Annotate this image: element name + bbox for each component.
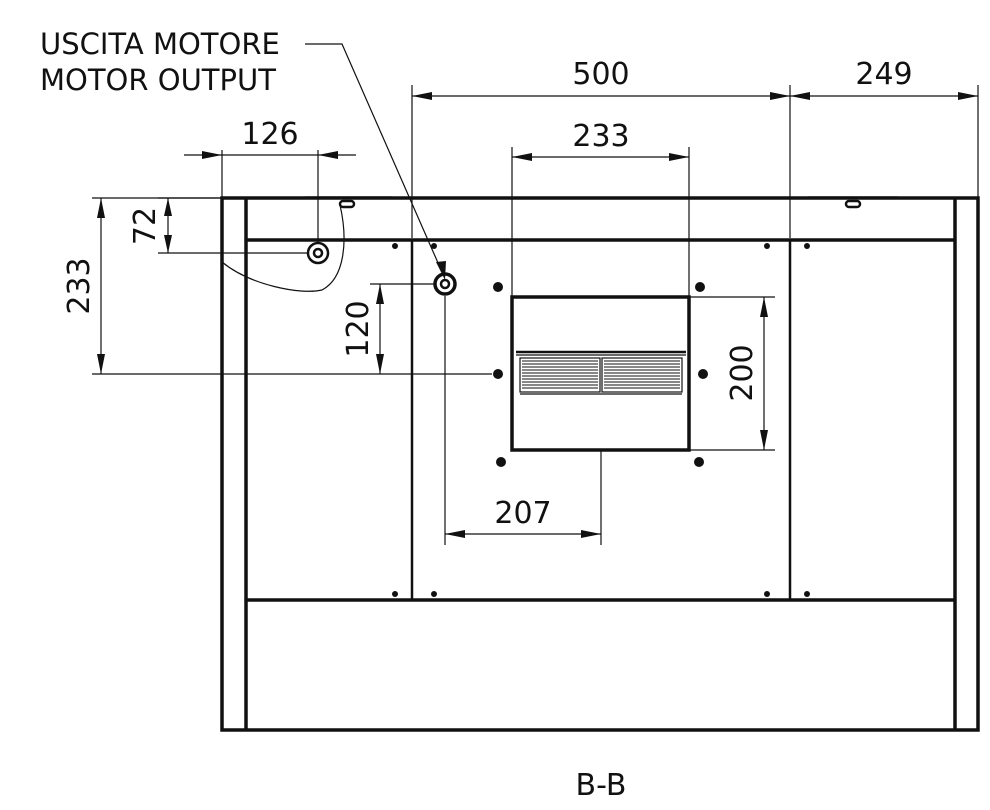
dim-outlet-y: 72 (128, 197, 308, 254)
dim-outlet-x: 126 (184, 117, 356, 243)
dim-left-height: 233 (62, 197, 492, 375)
dim-fan-width: 233 (511, 119, 690, 296)
mounting-holes (392, 243, 810, 597)
callout-line-2: MOTOR OUTPUT (40, 63, 276, 97)
dim-right-offset-label: 249 (855, 57, 912, 92)
dim-motor-y-label: 120 (341, 300, 376, 357)
callout-line-1: USCITA MOTORE (40, 27, 280, 61)
outlet-collar (221, 204, 345, 292)
dim-fan-height: 200 (690, 296, 775, 451)
dim-motor-y: 120 (341, 283, 434, 374)
dim-overall-width: 500 (411, 57, 791, 238)
dim-overall-width-label: 500 (572, 57, 629, 92)
dim-motor-to-fan-label: 207 (494, 496, 551, 531)
dim-motor-to-fan: 207 (444, 296, 602, 545)
outlet-fitting (306, 241, 330, 265)
dim-left-height-label: 233 (62, 257, 97, 314)
housing-outline (220, 196, 980, 732)
dim-fan-height-label: 200 (725, 344, 760, 401)
fan-blades (522, 360, 680, 389)
top-slots (305, 196, 898, 209)
dim-outlet-y-label: 72 (128, 207, 163, 245)
fan-unit (510, 295, 691, 452)
dim-right-offset: 249 (790, 57, 979, 198)
dim-outlet-x-label: 126 (241, 117, 298, 152)
dim-fan-width-label: 233 (572, 119, 629, 154)
motor-output-callout: USCITA MOTORE MOTOR OUTPUT (40, 27, 446, 280)
view-label: B-B (576, 768, 627, 803)
